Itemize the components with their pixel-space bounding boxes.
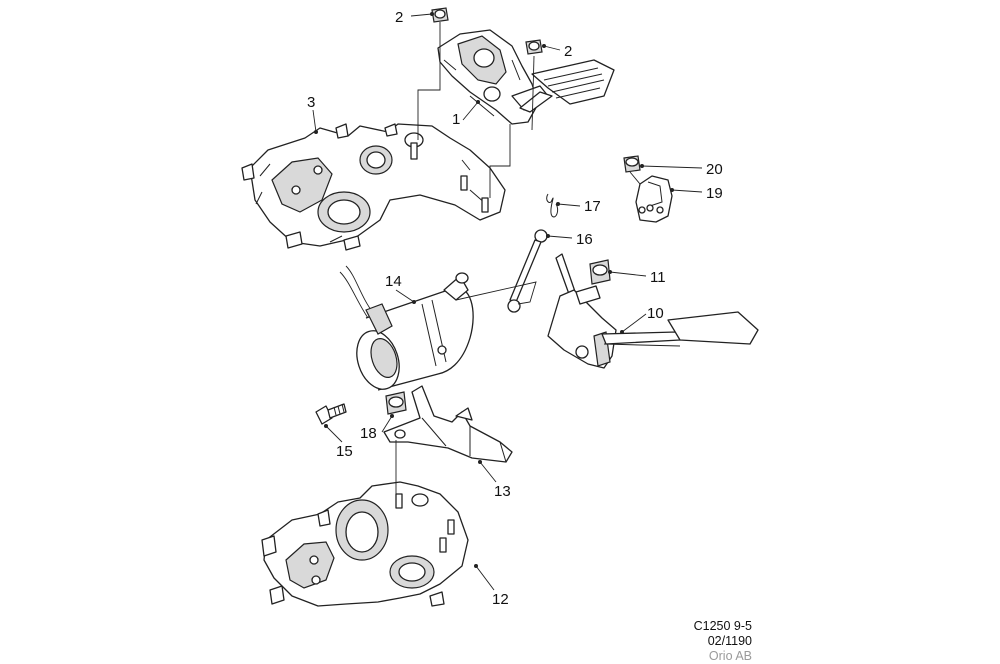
pedal-assembly-lower xyxy=(547,253,759,369)
assembly-lines xyxy=(395,22,641,500)
bracket-clip xyxy=(635,175,673,223)
callout-leaders xyxy=(312,12,703,591)
callout-10: 10 xyxy=(647,305,664,322)
callout-2-left: 2 xyxy=(395,9,403,26)
callout-16: 16 xyxy=(576,231,593,248)
callout-13: 13 xyxy=(494,483,511,500)
pedal-box-assembly xyxy=(437,29,615,125)
callout-14: 14 xyxy=(385,273,402,290)
link-rod xyxy=(507,229,548,313)
clip-bushing xyxy=(623,155,641,173)
callout-1: 1 xyxy=(452,111,460,128)
drawing-reference: C1250 9-5 xyxy=(693,619,752,633)
mounting-plate-upper xyxy=(241,123,506,251)
nut-top-right xyxy=(525,39,543,55)
nut-top-left xyxy=(431,7,449,23)
callout-19: 19 xyxy=(706,185,723,202)
callout-18: 18 xyxy=(360,425,377,442)
mounting-plate-lower xyxy=(261,481,469,607)
actuator-cylinder xyxy=(339,265,474,391)
nut-lower xyxy=(589,259,611,285)
bolt xyxy=(315,403,347,425)
callout-17: 17 xyxy=(584,198,601,215)
callout-labels: 2 2 1 3 20 19 17 16 11 10 14 15 18 13 12 xyxy=(307,9,723,608)
callout-15: 15 xyxy=(336,443,353,460)
callout-2-right: 2 xyxy=(564,43,572,60)
callout-12: 12 xyxy=(492,591,509,608)
support-bracket xyxy=(383,385,513,463)
drawing-date: 02/1190 xyxy=(707,634,752,648)
nut-bracket xyxy=(385,391,407,415)
callout-20: 20 xyxy=(706,161,723,178)
publisher-label: Orio AB xyxy=(708,649,752,663)
callout-11: 11 xyxy=(650,269,666,286)
spring-clip xyxy=(546,193,559,218)
callout-3: 3 xyxy=(307,94,315,111)
